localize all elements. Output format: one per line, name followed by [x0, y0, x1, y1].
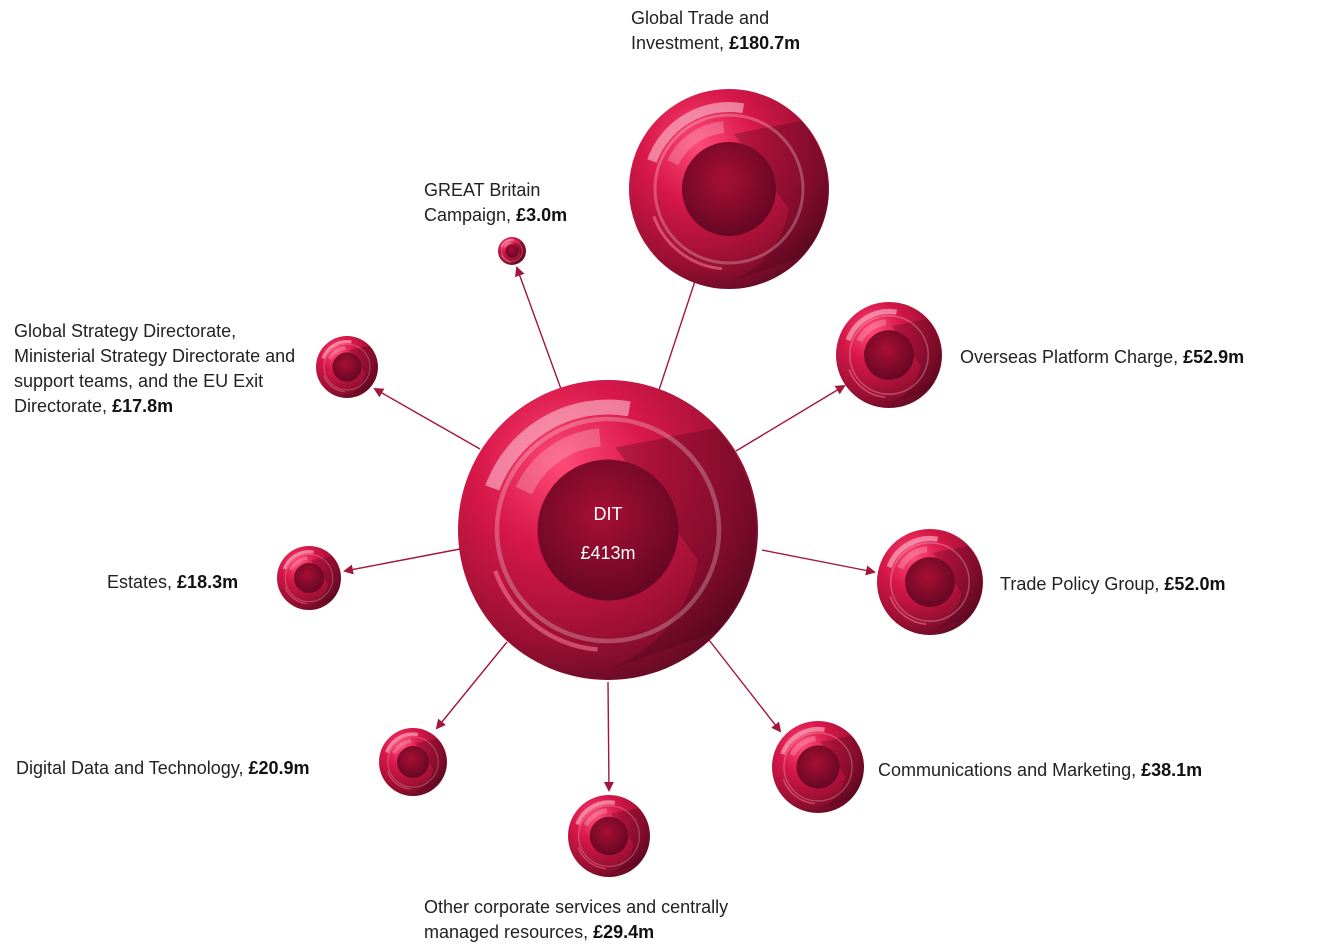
- label-value: £17.8m: [112, 396, 174, 416]
- arrow-global-trade: [658, 270, 701, 391]
- label-text: Estates,: [107, 572, 173, 592]
- label-great-britain: GREAT Britain Campaign, £3.0m: [424, 178, 614, 228]
- arrow-other-corporate: [603, 681, 614, 792]
- label-value: £52.9m: [1183, 347, 1245, 367]
- label-trade-policy: Trade Policy Group, £52.0m: [1000, 572, 1300, 597]
- label-text: Other corporate services and centrally m…: [424, 897, 729, 942]
- label-overseas-platform: Overseas Platform Charge, £52.9m: [960, 345, 1310, 370]
- bubble-estates: [277, 546, 341, 610]
- label-value: £52.0m: [1164, 574, 1226, 594]
- label-text: GREAT Britain Campaign,: [424, 180, 541, 225]
- label-value: £29.4m: [593, 922, 655, 942]
- arrow-estates: [343, 548, 461, 575]
- label-text: Communications and Marketing,: [878, 760, 1137, 780]
- label-estates: Estates, £18.3m: [107, 570, 277, 595]
- label-digital-data: Digital Data and Technology, £20.9m: [16, 756, 376, 781]
- arrow-digital-data: [435, 641, 508, 730]
- label-global-trade: Global Trade and Investment, £180.7m: [631, 6, 851, 56]
- bubble-trade-policy: [877, 529, 983, 635]
- bubble-communications: [772, 721, 864, 813]
- label-value: £38.1m: [1141, 760, 1203, 780]
- label-other-corporate: Other corporate services and centrally m…: [424, 895, 804, 945]
- bubble-great-britain: [498, 237, 526, 265]
- label-text: Digital Data and Technology,: [16, 758, 244, 778]
- bubble-center: [458, 380, 758, 680]
- center-value: £413m: [580, 543, 636, 563]
- arrow-communications: [708, 639, 782, 733]
- label-value: £180.7m: [729, 33, 801, 53]
- label-text: Trade Policy Group,: [1000, 574, 1160, 594]
- label-value: £18.3m: [177, 572, 239, 592]
- arrow-trade-policy: [761, 549, 876, 576]
- bubble-global-strategy: [316, 336, 378, 398]
- bubble-global-trade: [629, 89, 829, 289]
- label-communications: Communications and Marketing, £38.1m: [878, 758, 1278, 783]
- label-value: £3.0m: [516, 205, 568, 225]
- bubbles: [277, 89, 983, 877]
- center-name: DIT: [593, 504, 623, 524]
- bubble-digital-data: [379, 728, 447, 796]
- label-text: Global Trade and Investment,: [631, 8, 770, 53]
- label-value: £20.9m: [248, 758, 310, 778]
- label-text: Overseas Platform Charge,: [960, 347, 1179, 367]
- label-global-strategy: Global Strategy Directorate, Ministerial…: [14, 319, 314, 419]
- bubble-other-corporate: [568, 795, 650, 877]
- label-text: Global Strategy Directorate, Ministerial…: [14, 321, 296, 416]
- arrow-global-strategy: [373, 388, 481, 450]
- bubble-overseas-platform: [836, 302, 942, 408]
- arrow-overseas-platform: [735, 384, 846, 452]
- arrow-great-britain: [515, 266, 562, 390]
- connector-arrows: [343, 266, 876, 792]
